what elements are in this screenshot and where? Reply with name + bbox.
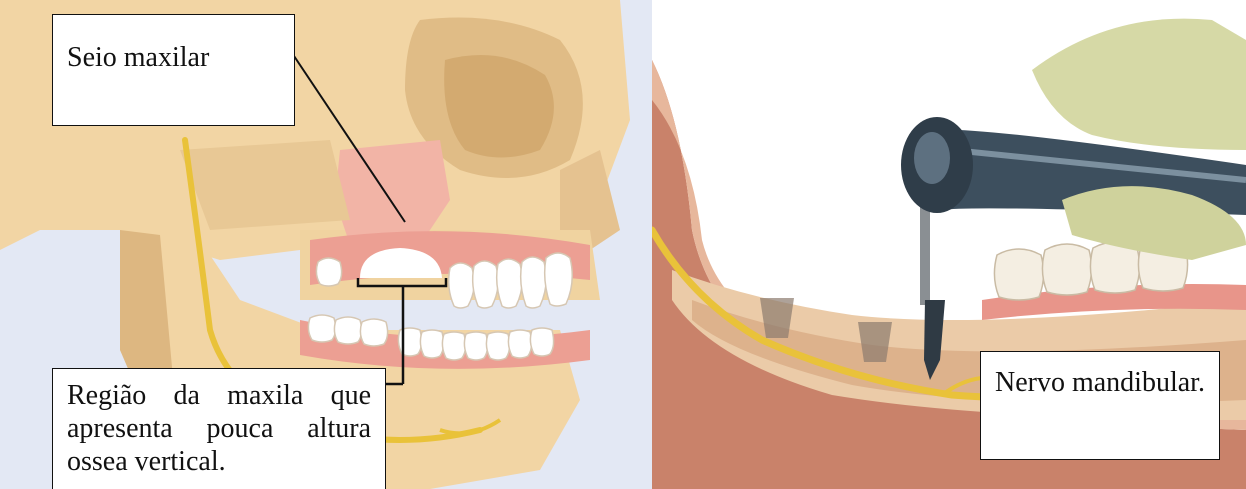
seio-maxilar-label: Seio maxilar xyxy=(67,42,209,73)
eye-socket-shadow xyxy=(444,55,554,158)
regiao-maxila-label: Região da maxila que apresenta pouca alt… xyxy=(67,380,371,477)
handpiece-head-highlight xyxy=(914,132,950,184)
nervo-mandibular-label: Nervo mandibular. xyxy=(995,367,1205,398)
nervo-mandibular-callout: Nervo mandibular. xyxy=(980,351,1220,460)
zygomatic-bone xyxy=(180,140,350,230)
seio-maxilar-callout: Seio maxilar xyxy=(52,14,295,126)
regiao-maxila-callout: Região da maxila que apresenta pouca alt… xyxy=(52,368,386,489)
